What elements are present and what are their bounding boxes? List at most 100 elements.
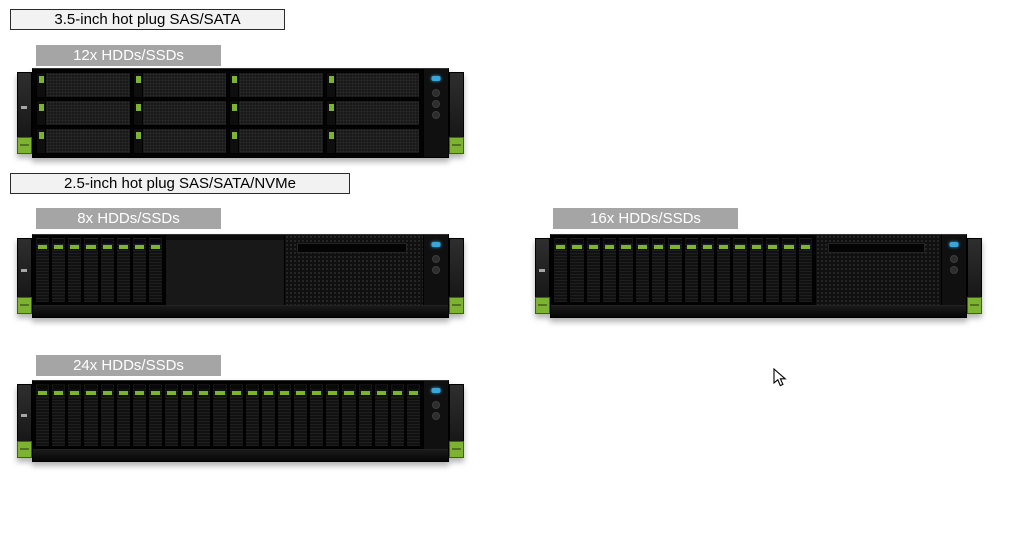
chassis-front xyxy=(32,68,449,158)
drive-bay xyxy=(228,383,244,447)
blank-filler-panel xyxy=(165,235,284,305)
brand-logo-mark xyxy=(21,105,27,109)
drive-bay xyxy=(51,237,67,303)
release-lever-green xyxy=(17,441,32,458)
reset-button-icon xyxy=(432,412,440,420)
section-title-3-5-inch: 3.5-inch hot plug SAS/SATA xyxy=(10,9,285,30)
drive-bay xyxy=(35,237,51,303)
odd-bay-slot xyxy=(297,243,407,253)
chassis-front xyxy=(550,234,967,318)
drive-bay xyxy=(229,128,324,154)
id-led-icon xyxy=(949,242,959,247)
config-label-8x: 8x HDDs/SSDs xyxy=(36,208,221,229)
rack-ear-right xyxy=(449,384,464,458)
drive-bay xyxy=(36,100,131,126)
drive-bay xyxy=(325,128,420,154)
power-button-icon xyxy=(432,401,440,409)
config-label-24x: 24x HDDs/SSDs xyxy=(36,355,221,376)
drive-bay-row xyxy=(33,235,165,305)
rack-ear-left xyxy=(17,238,32,314)
config-label-12x: 12x HDDs/SSDs xyxy=(36,45,221,66)
drive-bay xyxy=(716,237,732,303)
drive-bay xyxy=(553,237,569,303)
drive-bay xyxy=(99,383,115,447)
drive-bay xyxy=(115,237,131,303)
server-photo-12x-3-5-inch xyxy=(17,68,464,158)
drive-bay xyxy=(618,237,634,303)
drive-bay xyxy=(699,237,716,303)
chassis-bottom-bezel xyxy=(551,305,966,317)
drive-bay xyxy=(51,383,67,447)
drive-bay xyxy=(83,383,99,447)
control-panel xyxy=(423,69,448,157)
drive-bay xyxy=(276,383,292,447)
power-button-icon xyxy=(950,255,958,263)
drive-bay xyxy=(132,72,227,98)
release-lever-green xyxy=(449,137,464,154)
drive-bay xyxy=(147,383,163,447)
drive-bay xyxy=(585,237,601,303)
drive-bay xyxy=(212,383,228,447)
drive-bay xyxy=(357,383,373,447)
drive-bay xyxy=(180,383,196,447)
rack-ear-left xyxy=(17,384,32,458)
release-lever-green xyxy=(17,297,32,314)
drive-bay-grid xyxy=(33,69,423,157)
drive-bay xyxy=(293,383,309,447)
release-lever-green xyxy=(449,441,464,458)
drive-bay xyxy=(164,383,180,447)
drive-bay xyxy=(797,237,813,303)
brand-logo-mark xyxy=(21,414,27,418)
drive-bay xyxy=(131,383,147,447)
id-led-icon xyxy=(431,76,441,81)
drive-bay xyxy=(325,72,420,98)
drive-bay xyxy=(765,237,781,303)
reset-button-icon xyxy=(950,266,958,274)
control-panel xyxy=(423,381,448,449)
chassis-front xyxy=(32,380,449,462)
drive-bay xyxy=(132,128,227,154)
drive-bay xyxy=(36,128,131,154)
drive-bay-row xyxy=(551,235,815,305)
drive-bay xyxy=(83,237,99,303)
rack-ear-left xyxy=(535,238,550,314)
drive-bay xyxy=(748,237,765,303)
section-title-2-5-inch: 2.5-inch hot plug SAS/SATA/NVMe xyxy=(10,173,350,194)
drive-bay xyxy=(325,383,341,447)
vent-mesh-panel xyxy=(284,235,423,305)
mouse-cursor-icon xyxy=(773,367,791,388)
control-panel xyxy=(423,235,448,305)
drive-bay xyxy=(569,237,585,303)
drive-bay-row xyxy=(33,381,423,449)
drive-bay xyxy=(634,237,650,303)
drive-bay xyxy=(781,237,797,303)
drive-bay xyxy=(196,383,212,447)
drive-bay xyxy=(115,383,131,447)
id-led-icon xyxy=(431,388,441,393)
drive-bay xyxy=(601,237,618,303)
release-lever-green xyxy=(449,297,464,314)
chassis-bottom-bezel xyxy=(33,449,448,461)
drive-bay xyxy=(99,237,115,303)
drive-bay xyxy=(389,383,405,447)
drive-bay xyxy=(36,72,131,98)
power-button-icon xyxy=(432,89,440,97)
server-photo-24x-2-5-inch xyxy=(17,380,464,462)
server-photo-8x-2-5-inch xyxy=(17,234,464,318)
vent-mesh-panel xyxy=(815,235,941,305)
control-panel xyxy=(941,235,966,305)
drive-bay xyxy=(132,100,227,126)
drive-bay xyxy=(683,237,699,303)
drive-bay xyxy=(67,383,83,447)
rack-ear-left xyxy=(17,72,32,154)
release-lever-green xyxy=(17,137,32,154)
rack-ear-right xyxy=(967,238,982,314)
drive-bay xyxy=(667,237,683,303)
server-photo-16x-2-5-inch xyxy=(535,234,982,318)
drive-bay xyxy=(131,237,147,303)
drive-bay xyxy=(650,237,667,303)
reset-button-icon xyxy=(432,100,440,108)
release-lever-green xyxy=(535,297,550,314)
drive-bay xyxy=(244,383,260,447)
